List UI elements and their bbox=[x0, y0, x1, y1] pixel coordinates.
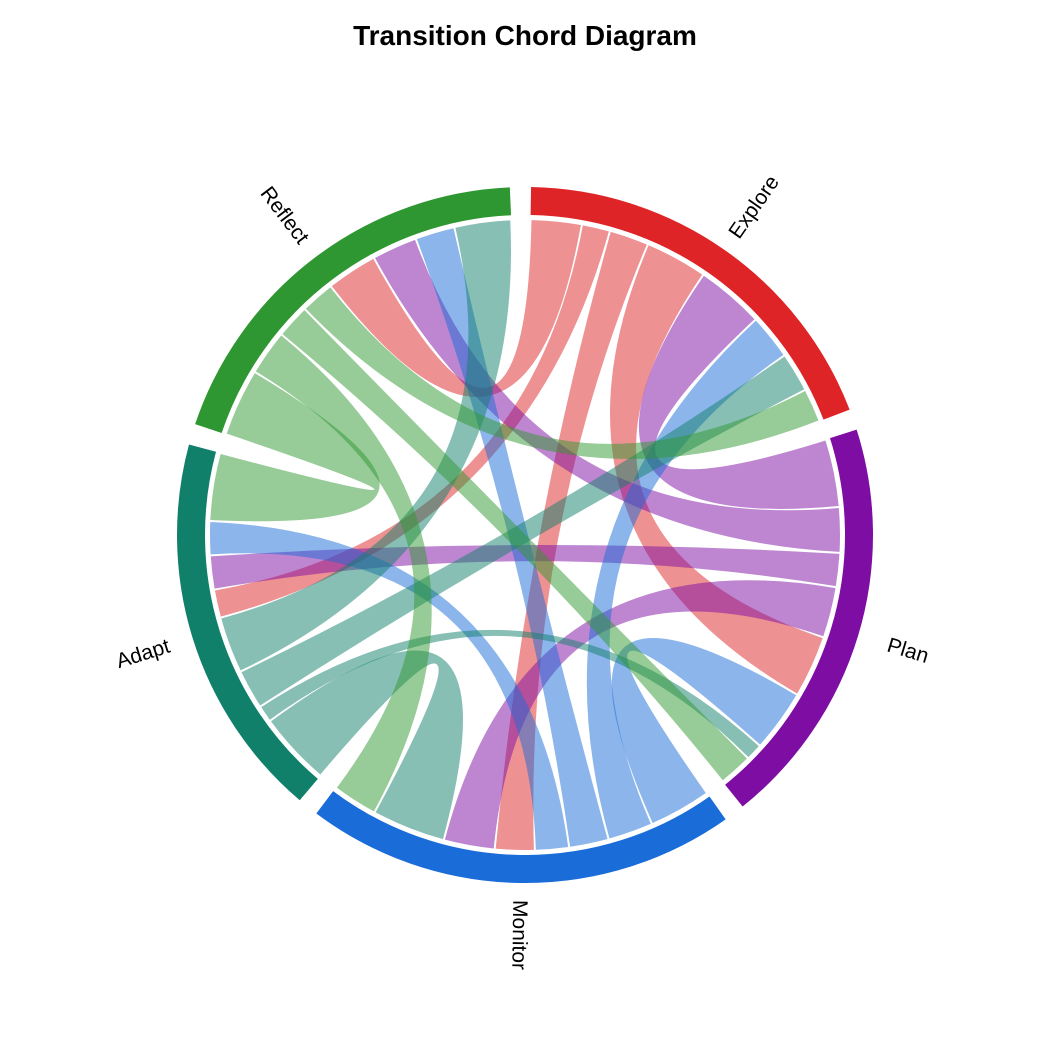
ribbon-explore-to-reflect bbox=[331, 220, 581, 397]
sector-label-plan: Plan bbox=[884, 634, 931, 668]
ribbon-plan-to-explore bbox=[638, 275, 839, 509]
ribbon-reflect-to-monitor bbox=[255, 335, 432, 812]
ribbon-reflect-to-plan bbox=[282, 310, 747, 781]
ribbon-monitor-to-plan bbox=[611, 637, 797, 823]
ribbon-reflect-to-explore bbox=[305, 287, 819, 459]
ribbon-adapt-to-monitor bbox=[271, 650, 464, 840]
sector-arc-explore bbox=[530, 187, 850, 420]
sector-arc-monitor bbox=[316, 791, 726, 883]
ribbon-reflect-to-adapt bbox=[210, 373, 380, 522]
sector-label-explore: Explore bbox=[724, 171, 784, 243]
sector-label-adapt: Adapt bbox=[113, 635, 172, 673]
sector-label-reflect: Reflect bbox=[256, 182, 314, 248]
sector-arc-plan bbox=[725, 429, 873, 807]
ribbon-adapt-to-reflect bbox=[221, 220, 511, 671]
sector-arc-reflect bbox=[195, 187, 512, 434]
sector-label-monitor: Monitor bbox=[507, 900, 531, 970]
sector-arc-adapt bbox=[177, 444, 318, 801]
chart-title: Transition Chord Diagram bbox=[353, 20, 697, 51]
